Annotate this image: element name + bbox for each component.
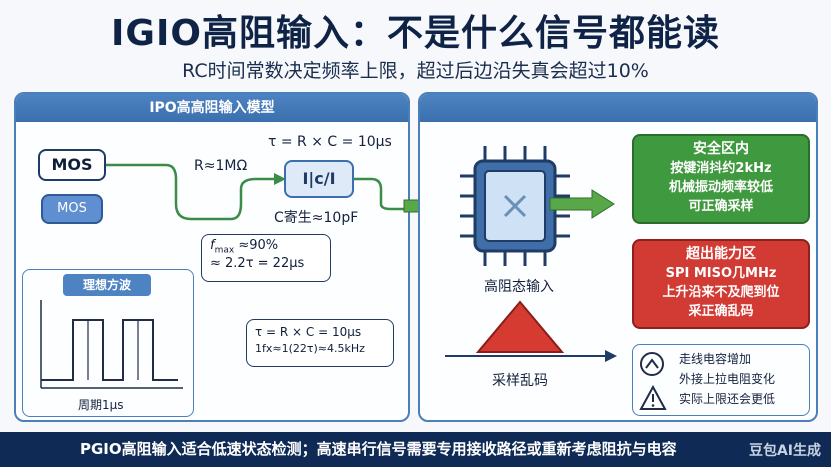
input-model-header: IPO高高阻输入模型 — [16, 94, 408, 122]
over-capacity-box: 超出能力区 SPI MISO几MHz 上升沿来不及爬到位 采正确乱码 — [632, 239, 810, 329]
over-capacity-title: 超出能力区 — [686, 246, 756, 262]
chip-output-arrow — [549, 189, 615, 219]
warning-line-1: 走线电容增加 — [679, 352, 752, 366]
noise-label: 采样乱码 — [492, 373, 548, 389]
frequency-formula: 1fx≈1(22τ)≈4.5kHz — [255, 342, 365, 355]
fmax-value: ≈90% — [234, 238, 279, 253]
capacitance-label: C寄生≈10pF — [274, 210, 359, 226]
noise-triangle-icon — [445, 300, 617, 362]
chip-icon — [460, 146, 570, 266]
input-model-panel: IPO高高阻输入模型 MOS MOS R≈1MΩ τ = R × C = 10μ… — [14, 92, 410, 422]
fmax-box: fmax ≈90% ≈ 2.2τ = 22μs — [201, 234, 331, 282]
warning-line-2: 外接上拉电阻变化 — [679, 372, 776, 386]
over-capacity-line-1: SPI MISO几MHz — [665, 266, 777, 281]
safe-zone-box: 安全区内 按键消抖约2kHz 机械振动频率较低 可正确采样 — [632, 134, 810, 224]
page-subtitle: RC时间常数决定频率上限，超过后边沿失真会超过10% — [182, 60, 649, 82]
rise-time-label: ≈ 2.2τ = 22μs — [210, 255, 305, 271]
watermark: 豆包AI生成 — [748, 443, 821, 459]
fmax-sub: max — [214, 245, 235, 256]
warning-icon — [639, 385, 667, 410]
safe-zone-title: 安全区内 — [693, 141, 749, 157]
period-label: 周期1μs — [78, 398, 124, 412]
rc-block: I|c/I — [284, 160, 354, 198]
footer-banner: PGIO高阻输入适合低速状态检测；高速串行信号需要专用接收路径或重新考虑阻抗与电… — [0, 432, 831, 467]
square-wave-plot — [40, 300, 183, 389]
warning-box: 走线电容增加 外接上拉电阻变化 实际上限还会更低 — [632, 344, 810, 416]
fmax-f: f — [210, 238, 215, 253]
page-title: IGIO高阻输入：不是什么信号都能读 — [111, 13, 720, 54]
mos-bottom-label: MOS — [57, 201, 87, 216]
frequency-formula-box: τ = R × C = 10μs 1fx≈1(22τ)≈4.5kHz — [246, 319, 394, 367]
tau-bottom-label: τ = R × C = 10μs — [255, 325, 362, 339]
ideal-square-wave-panel: 理想方波 周期1μs — [22, 269, 194, 417]
warning-line-3: 实际上限还会更低 — [679, 392, 776, 406]
chip-label: 高阻态输入 — [484, 279, 554, 295]
behavior-panel: 高阻态输入 采样乱码 安全区内 按键消抖约2kHz 机械振动频率较低 可正确采样… — [418, 92, 818, 422]
mos-top-label: MOS — [51, 155, 93, 174]
behavior-header — [420, 94, 816, 122]
tau-top-label: τ = R × C = 10μs — [268, 134, 392, 150]
safe-zone-line-2: 机械振动频率较低 — [668, 180, 773, 195]
over-capacity-line-2: 上升沿来不及爬到位 — [662, 285, 780, 300]
ideal-wave-header: 理想方波 — [63, 274, 151, 296]
safe-zone-line-3: 可正确采样 — [688, 199, 754, 214]
resistance-label: R≈1MΩ — [194, 158, 248, 174]
rc-block-label: I|c/I — [302, 169, 336, 188]
mos-box-bottom: MOS — [41, 194, 103, 224]
rc-wire — [106, 163, 410, 221]
safe-zone-line-1: 按键消抖约2kHz — [670, 161, 772, 176]
mos-box-top: MOS — [38, 149, 106, 181]
caret-up-icon — [640, 352, 664, 376]
over-capacity-line-3: 采正确乱码 — [688, 304, 754, 319]
